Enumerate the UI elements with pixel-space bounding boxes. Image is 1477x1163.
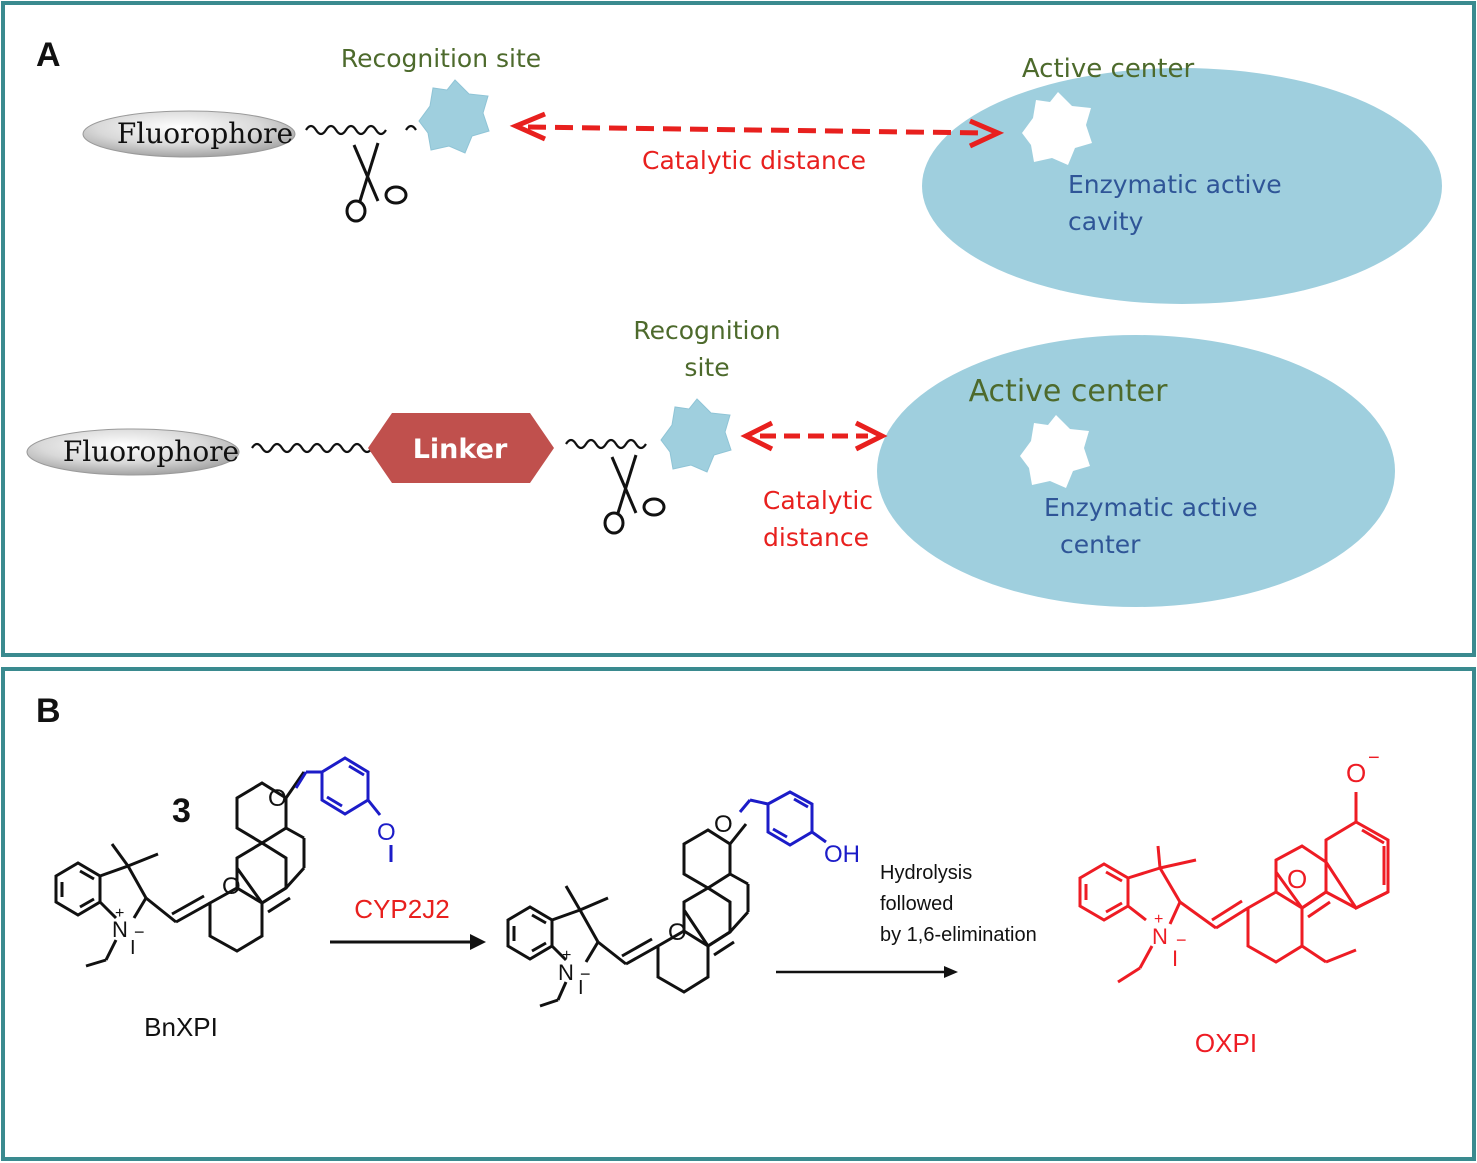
intermediate-benzyl-group [738, 790, 827, 847]
oxpi-minus: − [1176, 930, 1187, 950]
reaction-arrowhead-1 [470, 934, 486, 950]
bnxpi-methoxy-oxygen: O [377, 819, 396, 846]
arrowhead-left-top [509, 111, 547, 142]
bnxpi-ether-oxygen: O [268, 785, 287, 812]
chain-bottom-2 [565, 438, 647, 450]
panel-a-label: A [36, 36, 61, 74]
molecule-intermediate [506, 823, 750, 1008]
bnxpi-benzyl-group [294, 756, 393, 862]
intermediate-plus: + [562, 947, 571, 964]
arrowhead-right-top [968, 118, 1005, 149]
oxpi-phenoxide-minus: − [1368, 747, 1380, 769]
catalytic-bottom-line2: distance [763, 523, 869, 552]
step2-line3: by 1,6-elimination [880, 924, 1037, 946]
intermediate-ether-oxygen: O [714, 811, 733, 838]
recognition-site-star-top [418, 79, 490, 154]
oxpi-plus: + [1154, 911, 1163, 928]
compound-number: 3 [172, 792, 191, 830]
bnxpi-ring-oxygen: O [222, 873, 241, 900]
chain-bottom-1 [251, 442, 373, 454]
molecule-bnxpi [54, 771, 306, 968]
catalytic-distance-top-label: Catalytic distance [642, 146, 866, 175]
panel-b-frame [1, 667, 1476, 1161]
fluorophore-bottom [26, 428, 240, 476]
intermediate-iodide: I [578, 977, 584, 999]
fluorophore-top [82, 110, 296, 158]
fluorophore-bottom-label: Fluorophore [63, 435, 239, 468]
arrowhead-right-bottom [854, 420, 888, 452]
recognition-bottom-line1: Recognition [633, 316, 780, 345]
recognition-bottom-line2: site [684, 353, 729, 382]
catalytic-bottom-line1: Catalytic [763, 486, 873, 515]
bnxpi-minus: − [134, 922, 145, 942]
panel-a-frame [1, 1, 1476, 657]
active-center-top-label: Active center [1022, 54, 1195, 84]
oxpi-ring-oxygen: O [1287, 864, 1307, 894]
hydroxyl-group: OH [824, 841, 860, 868]
center-bottom-line1: Enzymatic active [1044, 493, 1258, 522]
step2-line2: followed [880, 893, 953, 915]
cavity-top-line2: cavity [1068, 207, 1144, 236]
reaction-arrowhead-2 [944, 966, 958, 978]
reactant-name: BnXPI [144, 1012, 218, 1042]
recognition-site-star-bottom [660, 398, 732, 473]
bnxpi-plus: + [115, 905, 124, 922]
bnxpi-nitrogen: N [112, 917, 128, 942]
product-name: OXPI [1195, 1028, 1257, 1058]
linker-label: Linker [413, 434, 508, 465]
step2-line1: Hydrolysis [880, 862, 972, 884]
cavity-top-line1: Enzymatic active [1068, 170, 1282, 199]
intermediate-nitrogen: N [558, 960, 574, 985]
oxpi-iodide: I [1172, 946, 1178, 971]
catalytic-arrow-top [527, 124, 987, 136]
enzyme-label: CYP2J2 [354, 894, 449, 924]
chain-top [305, 124, 417, 136]
oxpi-nitrogen: N [1152, 924, 1168, 949]
center-bottom-line2: center [1060, 530, 1141, 559]
active-center-bottom-label: Active center [969, 374, 1169, 409]
enzyme-center-bottom [877, 335, 1395, 607]
oxpi-phenoxide-oxygen: O [1346, 758, 1366, 788]
scissors-bottom-icon [603, 453, 666, 535]
fluorophore-top-label: Fluorophore [117, 117, 293, 150]
bnxpi-iodide: I [130, 937, 136, 959]
linker-hexagon [368, 413, 554, 483]
panel-b-label: B [36, 692, 61, 730]
molecule-oxpi [1078, 792, 1390, 984]
scissors-top-icon [345, 141, 408, 223]
arrowhead-left-bottom [740, 420, 774, 452]
intermediate-minus: − [580, 964, 591, 984]
recognition-site-top-label: Recognition site [341, 44, 541, 73]
intermediate-ring-oxygen: O [668, 919, 687, 946]
